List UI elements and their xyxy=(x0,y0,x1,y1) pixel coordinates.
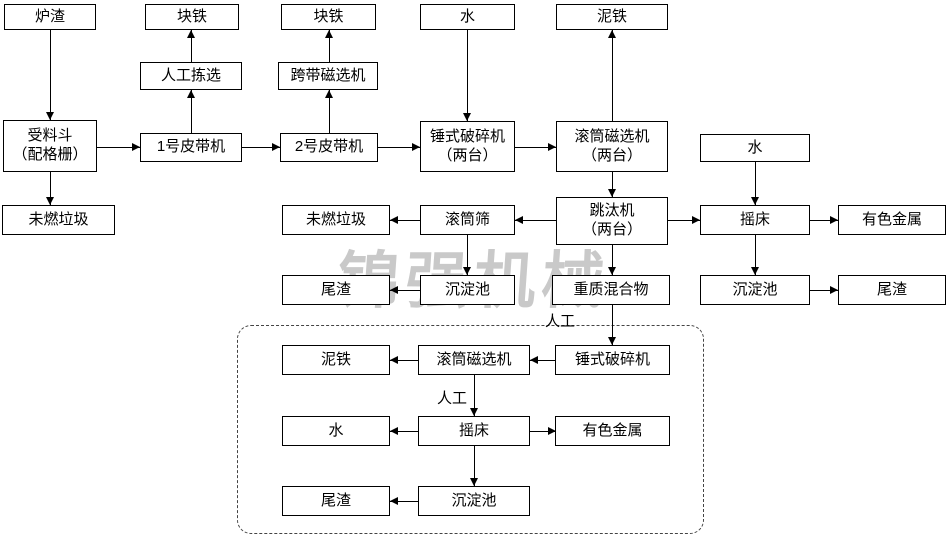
node-hammer-crusher-two: 锤式破碎机 （两台） xyxy=(420,121,515,172)
flow-line xyxy=(810,220,838,221)
node-manual-sorting: 人工拣选 xyxy=(140,62,242,90)
flow-line xyxy=(467,30,468,121)
flow-line xyxy=(329,30,330,62)
arrow-left-icon xyxy=(390,356,398,364)
node-sedimentation-pool-right: 沉淀池 xyxy=(700,275,810,305)
flow-line xyxy=(191,30,192,62)
node-jig-machine-two: 跳汰机 （两台） xyxy=(556,197,668,245)
arrow-down-icon xyxy=(46,197,54,205)
flow-line xyxy=(755,162,756,205)
node-nonferrous-metal-sub: 有色金属 xyxy=(555,416,670,446)
manual-reprocessing-group xyxy=(237,325,704,534)
node-water-sub: 水 xyxy=(282,416,390,446)
arrow-down-icon xyxy=(470,408,478,416)
flow-line xyxy=(530,360,556,361)
node-unburned-waste-left: 未燃垃圾 xyxy=(2,205,115,235)
flow-line xyxy=(390,360,418,361)
arrow-up-icon xyxy=(325,30,333,38)
flow-line xyxy=(755,235,756,275)
arrow-up-icon xyxy=(325,90,333,98)
flow-line xyxy=(515,220,556,221)
arrow-right-icon xyxy=(272,143,280,151)
flow-line xyxy=(515,147,556,148)
arrow-left-icon xyxy=(530,356,538,364)
node-tailings-mid: 尾渣 xyxy=(282,275,390,305)
node-shaking-table: 摇床 xyxy=(700,205,810,235)
arrow-down-icon xyxy=(608,267,616,275)
node-hammer-crusher-sub: 锤式破碎机 xyxy=(555,345,670,375)
arrow-right-icon xyxy=(830,286,838,294)
flow-line xyxy=(612,172,613,197)
flow-line xyxy=(810,290,838,291)
arrow-up-icon xyxy=(187,90,195,98)
node-water-top: 水 xyxy=(420,4,515,30)
node-nonferrous-metal: 有色金属 xyxy=(838,205,946,235)
node-unburned-waste-mid: 未燃垃圾 xyxy=(282,205,390,235)
flow-line xyxy=(612,30,613,121)
node-belt-conveyor-2: 2号皮带机 xyxy=(280,133,378,162)
flow-line xyxy=(329,90,330,133)
flow-line xyxy=(50,172,51,205)
node-mud-iron-top: 泥铁 xyxy=(556,4,668,30)
arrow-left-icon xyxy=(390,286,398,294)
arrow-right-icon xyxy=(548,427,556,435)
flow-line xyxy=(378,147,420,148)
arrow-left-icon xyxy=(390,427,398,435)
node-drum-screen: 滚筒筛 xyxy=(420,205,515,235)
arrow-right-icon xyxy=(132,143,140,151)
node-mud-iron-sub: 泥铁 xyxy=(282,345,390,375)
arrow-down-icon xyxy=(46,112,54,120)
node-tailings-right: 尾渣 xyxy=(838,275,946,305)
manual-label-1: 人工 xyxy=(545,313,576,330)
node-belt-conveyor-1: 1号皮带机 xyxy=(140,133,242,162)
arrow-down-icon xyxy=(608,337,616,345)
node-lump-iron-2: 块铁 xyxy=(281,4,376,30)
node-sedimentation-pool-mid: 沉淀池 xyxy=(420,275,515,305)
flow-line xyxy=(390,220,420,221)
node-shaking-table-sub: 摇床 xyxy=(418,416,530,446)
node-drum-magnetic-separator-sub: 滚筒磁选机 xyxy=(418,345,530,375)
arrow-right-icon xyxy=(692,216,700,224)
arrow-down-icon xyxy=(751,267,759,275)
arrow-left-icon xyxy=(390,497,398,505)
flow-line xyxy=(612,305,613,345)
node-crossbelt-magnetic-separator: 跨带磁选机 xyxy=(278,62,378,90)
arrow-left-icon xyxy=(390,216,398,224)
arrow-right-icon xyxy=(412,143,420,151)
node-tailings-sub: 尾渣 xyxy=(282,486,390,516)
arrow-down-icon xyxy=(470,478,478,486)
flow-line xyxy=(612,245,613,275)
node-sedimentation-pool-sub: 沉淀池 xyxy=(418,486,530,516)
node-receiving-hopper: 受料斗 （配格栅） xyxy=(3,120,97,172)
flow-line xyxy=(390,431,418,432)
flow-line xyxy=(97,147,140,148)
flow-line xyxy=(242,147,280,148)
flow-line xyxy=(668,220,700,221)
flow-line xyxy=(50,28,51,120)
manual-label-2: 人工 xyxy=(437,390,468,407)
flow-line xyxy=(530,431,556,432)
arrow-right-icon xyxy=(548,143,556,151)
node-furnace-slag: 炉渣 xyxy=(4,4,96,30)
arrow-down-icon xyxy=(463,267,471,275)
flow-line xyxy=(191,90,192,133)
flow-line xyxy=(390,290,420,291)
node-heavy-mixture: 重质混合物 xyxy=(552,275,670,305)
flow-line xyxy=(467,235,468,275)
node-lump-iron-1: 块铁 xyxy=(145,4,239,30)
arrow-down-icon xyxy=(751,197,759,205)
flow-line xyxy=(474,446,475,486)
node-water-right: 水 xyxy=(700,134,810,162)
node-drum-magnetic-separator-two: 滚筒磁选机 （两台） xyxy=(556,121,668,172)
arrow-down-icon xyxy=(608,189,616,197)
arrow-up-icon xyxy=(608,30,616,38)
flow-line xyxy=(390,501,418,502)
arrow-right-icon xyxy=(830,216,838,224)
flow-line xyxy=(474,375,475,416)
arrow-down-icon xyxy=(463,113,471,121)
arrow-left-icon xyxy=(515,216,523,224)
arrow-up-icon xyxy=(187,30,195,38)
